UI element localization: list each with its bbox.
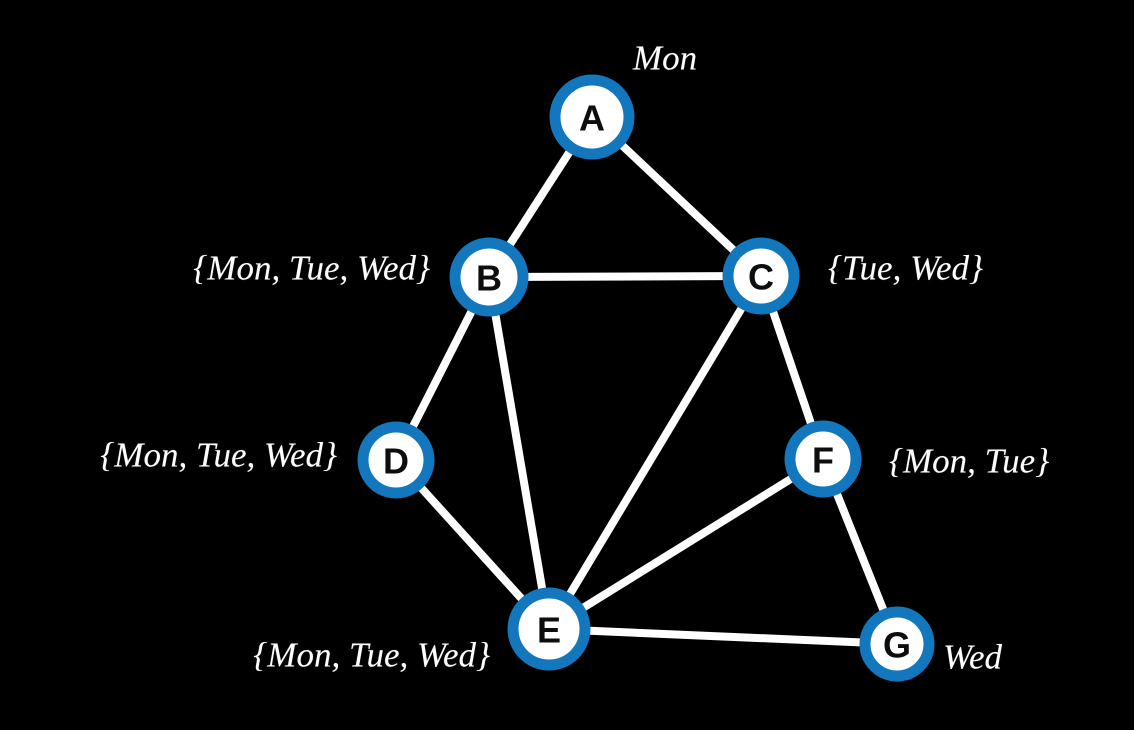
edge-c-e (566, 304, 746, 598)
node-circle-d (357, 421, 435, 499)
node-circle-g (859, 606, 935, 682)
domain-label-b: {Mon, Tue, Wed} (193, 248, 430, 288)
node-circle-c (722, 237, 800, 315)
domain-label-c: {Tue, Wed} (828, 248, 984, 288)
node-d[interactable]: D (357, 421, 435, 499)
node-layer: A B C D E F G (357, 74, 935, 682)
node-circle-b (449, 237, 529, 317)
node-letter-a: A (579, 98, 605, 139)
edge-e-f (579, 475, 795, 612)
node-circle-e (507, 587, 591, 671)
node-e[interactable]: E (507, 587, 591, 671)
node-a[interactable]: A (549, 74, 635, 160)
domain-label-e: {Mon, Tue, Wed} (253, 635, 490, 675)
node-circle-f (784, 420, 862, 498)
node-c[interactable]: C (722, 237, 800, 315)
edge-a-b (506, 148, 574, 249)
edge-a-c (618, 141, 738, 254)
node-g[interactable]: G (859, 606, 935, 682)
edge-e-g (585, 626, 865, 647)
edge-b-e (491, 311, 547, 593)
node-letter-c: C (748, 257, 774, 298)
node-circle-a (549, 74, 635, 160)
domain-label-d: {Mon, Tue, Wed} (100, 435, 337, 475)
domain-label-f: {Mon, Tue} (889, 441, 1050, 481)
edge-c-f (769, 307, 815, 428)
node-letter-d: D (383, 441, 409, 482)
edge-b-d (409, 307, 476, 431)
node-b[interactable]: B (449, 237, 529, 317)
node-letter-b: B (476, 258, 502, 299)
edge-d-e (417, 484, 526, 603)
node-f[interactable]: F (784, 420, 862, 498)
domain-label-a: Mon (632, 38, 698, 78)
node-letter-f: F (812, 440, 834, 481)
edge-f-g (833, 490, 888, 614)
node-letter-e: E (537, 610, 561, 651)
edge-layer (409, 141, 888, 647)
edge-b-c (523, 272, 728, 281)
domain-label-g: Wed (943, 637, 1002, 677)
node-letter-g: G (883, 625, 911, 666)
